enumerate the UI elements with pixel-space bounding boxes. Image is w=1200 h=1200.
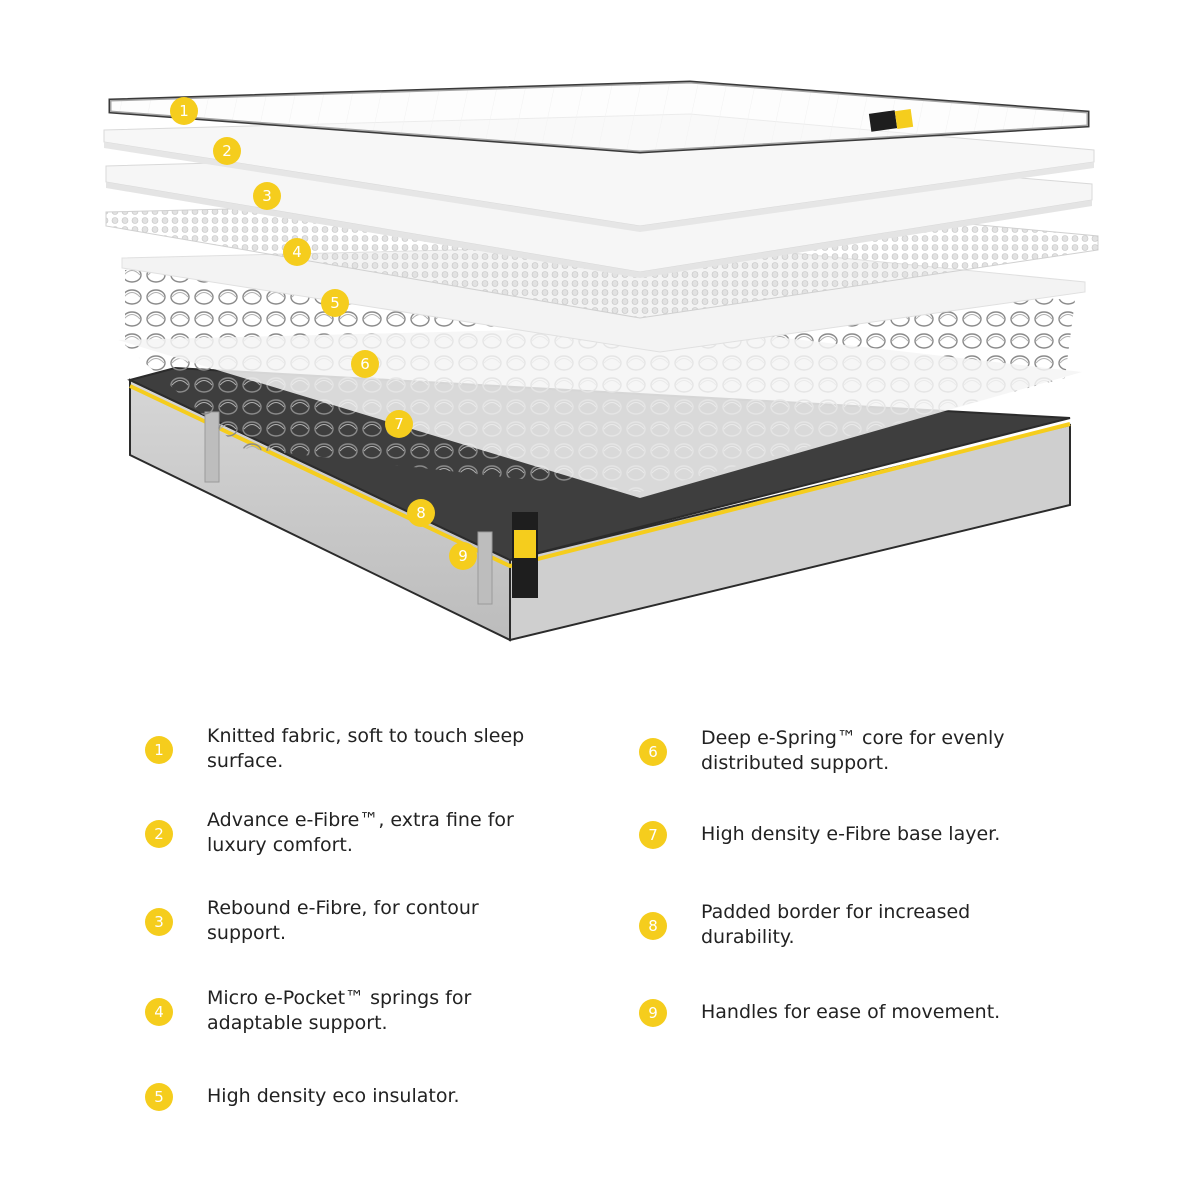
callout-marker-circle-3: [253, 182, 281, 210]
callout-marker-3: 3: [253, 182, 281, 210]
callout-markers: 1 2 3 4 5 6 7 8 9: [170, 97, 477, 570]
callout-marker-8: 8: [407, 499, 435, 527]
legend-badge-3: 3: [145, 908, 173, 936]
legend-text-4: Micro e-Pocket™ springs for adaptable su…: [207, 987, 472, 1034]
callout-marker-label-4: 4: [292, 243, 302, 261]
mattress-layers-diagram: 1 2 3 4 5 6 7 8 9: [103, 80, 1099, 642]
callout-marker-label-8: 8: [416, 504, 426, 522]
callout-marker-circle-7: [385, 410, 413, 438]
callout-marker-circle-8: [407, 499, 435, 527]
callout-marker-6: 6: [351, 350, 379, 378]
callout-marker-label-5: 5: [330, 294, 340, 312]
callout-marker-9: 9: [449, 542, 477, 570]
legend-text-2: Advance e-Fibre™, extra fine for luxury …: [207, 809, 514, 856]
legend-item-6: 6 Deep e-Spring™ core for evenly distrib…: [639, 726, 1059, 778]
callout-marker-circle-6: [351, 350, 379, 378]
legend-item-4: 4 Micro e-Pocket™ springs for adaptable …: [145, 986, 565, 1038]
callout-marker-circle-4: [283, 238, 311, 266]
callout-marker-7: 7: [385, 410, 413, 438]
legend-text-7: High density e-Fibre base layer.: [701, 823, 1001, 845]
callout-marker-circle-5: [321, 289, 349, 317]
callout-marker-circle-1: [170, 97, 198, 125]
callout-marker-label-9: 9: [458, 547, 468, 565]
legend-badge-6: 6: [639, 738, 667, 766]
legend-item-1: 1 Knitted fabric, soft to touch sleep su…: [145, 724, 565, 776]
legend-text-5: High density eco insulator.: [207, 1085, 460, 1107]
legend-text-1: Knitted fabric, soft to touch sleep surf…: [207, 725, 525, 772]
legend-item-7: 7 High density e-Fibre base layer.: [639, 821, 1059, 849]
callout-marker-2: 2: [213, 137, 241, 165]
callout-marker-label-7: 7: [394, 415, 404, 433]
legend-item-5: 5 High density eco insulator.: [145, 1083, 565, 1111]
callout-marker-circle-9: [449, 542, 477, 570]
callout-marker-5: 5: [321, 289, 349, 317]
knitted-fabric-layer: [108, 80, 1090, 154]
legend-item-2: 2 Advance e-Fibre™, extra fine for luxur…: [145, 808, 565, 860]
callout-marker-label-2: 2: [222, 142, 232, 160]
legend-text-8: Padded border for increased durability.: [701, 901, 971, 948]
legend-badge-2: 2: [145, 820, 173, 848]
legend-badge-5: 5: [145, 1083, 173, 1111]
legend-badge-8: 8: [639, 912, 667, 940]
callout-marker-label-3: 3: [262, 187, 272, 205]
callout-marker-1: 1: [170, 97, 198, 125]
callout-marker-circle-2: [213, 137, 241, 165]
legend-item-8: 8 Padded border for increased durability…: [639, 900, 1059, 952]
legend-item-3: 3 Rebound e-Fibre, for contour support.: [145, 896, 565, 948]
callout-marker-label-6: 6: [360, 355, 370, 373]
legend-text-3: Rebound e-Fibre, for contour support.: [207, 897, 479, 944]
legend-badge-1: 1: [145, 736, 173, 764]
legend-badge-4: 4: [145, 998, 173, 1026]
callout-marker-label-1: 1: [179, 102, 189, 120]
legend-text-9: Handles for ease of movement.: [701, 1001, 1001, 1023]
callout-marker-4: 4: [283, 238, 311, 266]
legend: 1 Knitted fabric, soft to touch sleep su…: [0, 700, 1200, 1180]
legend-text-6: Deep e-Spring™ core for evenly distribut…: [701, 727, 1005, 774]
legend-item-9: 9 Handles for ease of movement.: [639, 999, 1059, 1027]
legend-badge-9: 9: [639, 999, 667, 1027]
legend-badge-7: 7: [639, 821, 667, 849]
